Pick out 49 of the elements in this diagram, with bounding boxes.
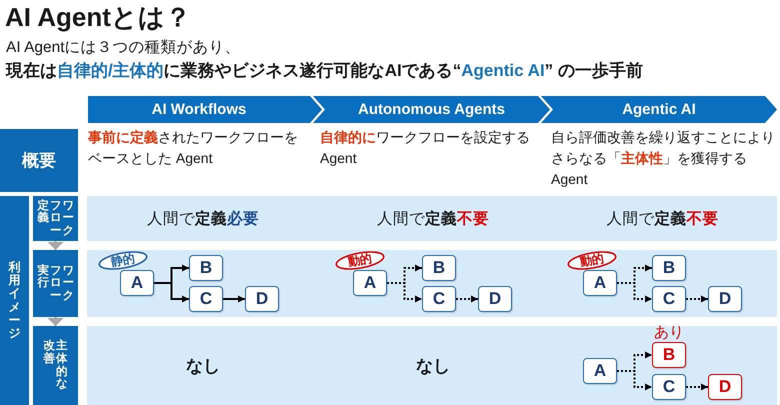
requirement-text: 人間で定義必要 — [147, 209, 259, 229]
arrow — [686, 384, 708, 390]
status-text: なし — [416, 355, 450, 377]
step-box: A — [583, 270, 617, 296]
step-box: B — [652, 342, 686, 368]
description-text: 事前に定義されたワークフローをベースとした Agent — [88, 128, 299, 168]
arrow — [387, 282, 422, 302]
row-subheader: ワークフロー実行 — [33, 250, 78, 317]
step-box: B — [422, 255, 456, 281]
chevron-banner: Autonomous Agents — [313, 96, 550, 123]
description-text: 自ら評価改善を繰り返すことによりさらなる「主体性」を獲得する Agent — [551, 128, 776, 189]
step-box: A — [583, 358, 617, 384]
arrow — [48, 241, 64, 250]
title: AI Agentとは？ — [5, 1, 191, 34]
chevron-banner: Agentic AI — [541, 96, 777, 123]
step-box: A — [353, 270, 387, 296]
subtitle-text: 現在は自律的/主体的に業務やビジネス遂行可能なAIである“Agentic AI” の一歩手前 — [6, 60, 643, 81]
step-box: C — [422, 286, 456, 312]
arrow — [48, 317, 64, 326]
chevron-banner: AI Workflows — [88, 96, 322, 123]
arrow — [617, 282, 652, 302]
description-text: 自律的にワークフローを設定する Agent — [320, 128, 531, 168]
row-band — [87, 196, 777, 241]
arrow — [686, 296, 708, 302]
step-box: B — [189, 255, 223, 281]
row-band — [87, 250, 777, 317]
arrow — [617, 370, 652, 390]
requirement-text: 人間で定義不要 — [377, 209, 489, 229]
subtitle-text: AI Agentには３つの種類があり、 — [6, 38, 241, 58]
status-text: なし — [186, 355, 220, 377]
step-box: D — [708, 374, 742, 400]
row-header: 概要 — [0, 129, 78, 192]
row-subheader: ワークフロー定義 — [33, 196, 78, 241]
step-box: D — [245, 286, 279, 312]
step-box: C — [652, 374, 686, 400]
arrow — [223, 296, 245, 302]
step-box: B — [652, 255, 686, 281]
arrow — [154, 282, 189, 302]
step-box: C — [189, 286, 223, 312]
step-box: D — [478, 286, 512, 312]
step-box: A — [120, 270, 154, 296]
arrow — [456, 296, 478, 302]
step-box: C — [652, 286, 686, 312]
step-box: D — [708, 286, 742, 312]
row-subheader: 主体的な改善 — [33, 326, 78, 405]
annotation-text: あり — [653, 325, 685, 341]
row-header: 利用イメージ — [0, 196, 29, 405]
row-band — [87, 326, 777, 405]
requirement-text: 人間で定義不要 — [606, 209, 718, 229]
